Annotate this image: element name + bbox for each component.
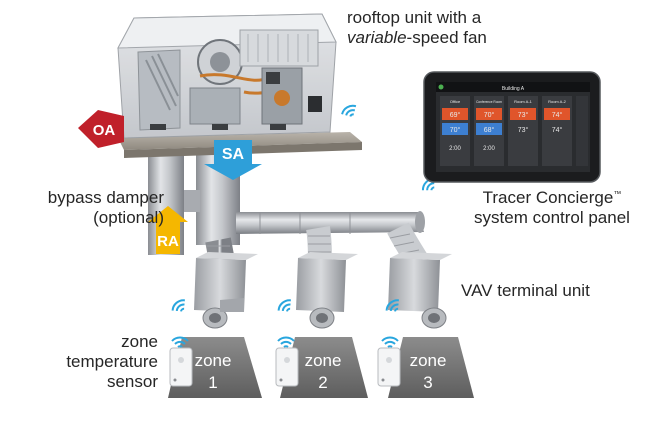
ra-arrow: RA — [148, 206, 188, 254]
zone-1-word: zone — [195, 351, 232, 370]
wifi-signal-icon — [275, 296, 296, 317]
panel-label-line1: Tracer Concierge — [482, 188, 614, 207]
vav-box-2 — [296, 252, 358, 329]
screen-column-name: Room A-2 — [548, 99, 567, 104]
bypass-label-line1: bypass damper — [47, 188, 164, 207]
screen-title: Building A — [502, 86, 525, 92]
screen-column-conference: Conference Room 70° 68° 2:00 — [474, 96, 504, 166]
bypass-label-line2: (optional) — [93, 208, 164, 227]
screen-value: 2:00 — [483, 146, 495, 152]
bypass-damper-label: bypass damper (optional) — [0, 188, 164, 228]
zone-sensor-2 — [275, 347, 299, 387]
sa-arrow-shape — [204, 140, 262, 180]
zone-3-word: zone — [410, 351, 447, 370]
zone-3-number: 3 — [423, 373, 432, 392]
screen-column-name: Room A-1 — [514, 99, 533, 104]
oa-arrow-label: OA — [93, 122, 116, 139]
sensor-label-line3: sensor — [106, 372, 158, 391]
wifi-signal-icon — [339, 102, 360, 121]
screen-setpoint: 70° — [484, 111, 495, 119]
zone-sensor-1 — [169, 347, 193, 387]
vav-box-1 — [194, 252, 258, 329]
zone-2-number: 2 — [318, 373, 327, 392]
rooftop-label-line1: rooftop unit with a — [347, 8, 482, 27]
rooftop-label-italic: variable — [347, 28, 407, 47]
sensor-label-line2: temperature — [66, 352, 158, 371]
zone-sensor-3 — [377, 347, 401, 387]
zone-sensor-label: zone temperature sensor — [0, 332, 158, 392]
screen-column-room-a2: Room A-2 74° 74° — [542, 96, 572, 166]
screen-column-name: Office — [450, 99, 461, 104]
ra-arrow-label: RA — [157, 233, 179, 250]
rooftop-label-line2: -speed fan — [406, 28, 487, 47]
zone-floor-2: zone 2 — [280, 337, 368, 398]
rooftop-unit-label: rooftop unit with a variable-speed fan — [347, 8, 487, 48]
screen-value: 2:00 — [449, 146, 461, 152]
screen-temp: 68° — [484, 126, 495, 134]
sa-arrow: SA — [204, 140, 262, 180]
rooftop-unit — [117, 13, 337, 139]
sensor-label-line1: zone — [121, 332, 158, 351]
sa-arrow-label: SA — [222, 146, 245, 163]
screen-temp: 74° — [552, 126, 563, 134]
wifi-signal-icon — [277, 336, 295, 348]
main-supply-duct — [236, 211, 425, 234]
control-panel-label: Tracer Concierge™ system control panel — [450, 188, 654, 228]
vav-box-3 — [388, 252, 452, 329]
zone-1-number: 1 — [208, 373, 217, 392]
zone-2-word: zone — [305, 351, 342, 370]
wifi-signal-icon — [381, 336, 399, 348]
screen-setpoint: 69° — [450, 111, 461, 119]
zone-floor-3: zone 3 — [388, 337, 474, 398]
screen-temp: 73° — [518, 126, 529, 134]
screen-column-room-a1: Room A-1 73° 73° — [508, 96, 538, 166]
screen-setpoint: 74° — [552, 111, 563, 119]
screen-column-name: Conference Room — [476, 100, 502, 104]
wifi-signal-icon — [169, 296, 190, 317]
control-panel: Building A Office 69° 70° 2:00 Conferenc… — [423, 71, 601, 183]
vav-terminal-label: VAV terminal unit — [461, 281, 590, 300]
ra-arrow-shape — [148, 206, 188, 254]
panel-label-line2: system control panel — [474, 208, 630, 227]
oa-arrow-shape — [78, 110, 124, 148]
trademark-mark: ™ — [613, 189, 622, 199]
oa-arrow: OA — [78, 110, 124, 148]
screen-column-office: Office 69° 70° 2:00 — [440, 96, 470, 166]
screen-setpoint: 73° — [518, 111, 529, 119]
screen-temp: 70° — [450, 126, 461, 134]
